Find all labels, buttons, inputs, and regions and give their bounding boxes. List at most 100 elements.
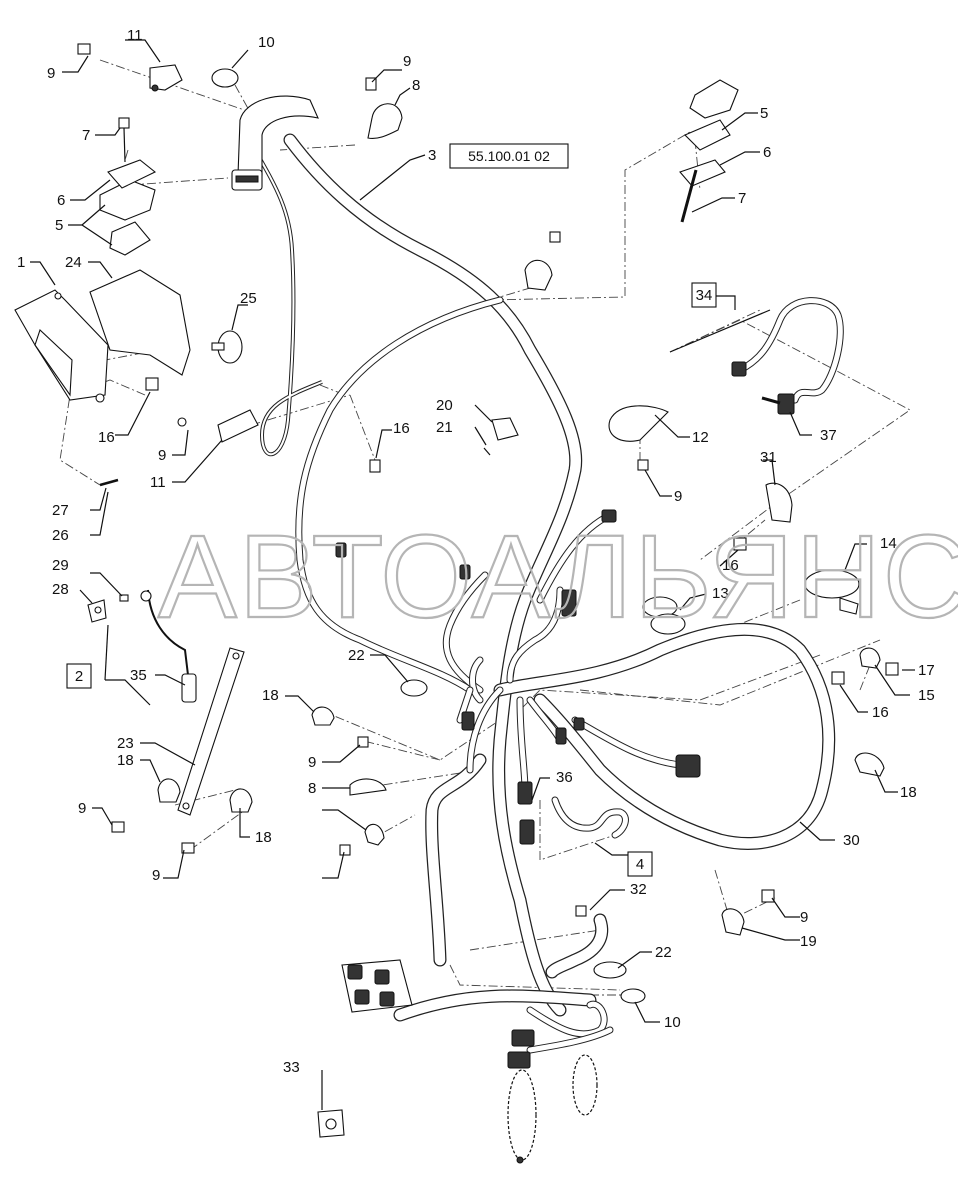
callout-14: 14 bbox=[880, 535, 897, 552]
boxed-callout-34: 34 bbox=[691, 282, 717, 308]
callout-9-bottom-left: 9 bbox=[152, 867, 160, 884]
boxed-callout-2: 2 bbox=[66, 663, 92, 689]
leader-lines bbox=[30, 39, 915, 1110]
clip-11-mid bbox=[177, 409, 259, 443]
callout-31: 31 bbox=[760, 449, 777, 466]
ring-10-top bbox=[211, 68, 239, 88]
clip-20 bbox=[483, 417, 519, 456]
callout-28: 28 bbox=[52, 581, 69, 598]
tie-14 bbox=[804, 569, 860, 615]
strap-23 bbox=[177, 647, 245, 816]
strap-12 bbox=[608, 405, 669, 471]
callout-18-right: 18 bbox=[900, 784, 917, 801]
callout-1: 1 bbox=[17, 254, 25, 271]
clamp-8-top bbox=[365, 77, 403, 139]
elbow-fitting bbox=[231, 95, 319, 191]
callout-34: 34 bbox=[696, 287, 713, 304]
callout-10-top: 10 bbox=[258, 34, 275, 51]
reference-code: 55.100.01 02 bbox=[468, 148, 550, 164]
boxed-callout-4: 4 bbox=[627, 851, 653, 877]
callout-11-top: 11 bbox=[127, 27, 143, 44]
knob-25 bbox=[211, 330, 243, 364]
callout-16-mid: 16 bbox=[393, 420, 410, 437]
wire-4-assembly bbox=[551, 796, 629, 839]
clamp-5-right bbox=[679, 79, 739, 223]
callout-32: 32 bbox=[630, 881, 647, 898]
bolt-16-right bbox=[733, 537, 845, 685]
callout-30: 30 bbox=[843, 832, 860, 849]
cover-24 bbox=[89, 269, 191, 376]
callout-22-bottom: 22 bbox=[655, 944, 672, 961]
upper-wire-loop bbox=[253, 149, 323, 457]
callout-9-right-low: 9 bbox=[800, 909, 808, 926]
wiring-harness-main bbox=[283, 133, 836, 1022]
callout-36: 36 bbox=[556, 769, 573, 786]
reference-box: 55.100.01 02 bbox=[449, 143, 569, 169]
callout-labels: 11 10 9 9 8 3 7 6 5 1 24 2 5 16 9 11 20 2… bbox=[17, 27, 935, 1076]
callout-8-top: 8 bbox=[412, 77, 420, 94]
bolt-16-mid bbox=[369, 459, 381, 473]
screw-27 bbox=[99, 478, 119, 487]
clamp-8-mid bbox=[524, 231, 561, 291]
callout-16-right: 16 bbox=[722, 557, 739, 574]
callout-5-right: 5 bbox=[760, 105, 768, 122]
sensor-37 bbox=[761, 393, 795, 415]
callout-33: 33 bbox=[283, 1059, 300, 1076]
callout-16-left: 16 bbox=[98, 429, 115, 446]
callout-11-mid: 11 bbox=[150, 474, 166, 491]
clip-33 bbox=[317, 1109, 345, 1138]
callout-18-left: 18 bbox=[117, 752, 134, 769]
callout-17: 17 bbox=[918, 662, 935, 679]
callout-13: 13 bbox=[712, 585, 729, 602]
callout-9-top-left: 9 bbox=[47, 65, 55, 82]
clamp-18-left bbox=[111, 778, 253, 854]
watermark-text: АВТОАЛЬЯНС bbox=[158, 511, 958, 643]
bottom-connectors bbox=[507, 1000, 614, 1164]
clamp-13 bbox=[642, 596, 686, 635]
fuse-box bbox=[341, 959, 413, 1013]
bolt-7-left bbox=[118, 117, 130, 163]
callout-24: 24 bbox=[65, 254, 82, 271]
callout-20: 20 bbox=[436, 397, 453, 414]
callout-3: 3 bbox=[428, 147, 436, 164]
callout-37: 37 bbox=[820, 427, 837, 444]
callout-7-left: 7 bbox=[82, 127, 90, 144]
callout-29: 29 bbox=[52, 557, 69, 574]
callout-9-mid: 9 bbox=[308, 754, 316, 771]
callout-27: 27 bbox=[52, 502, 69, 519]
washer-28 bbox=[87, 594, 129, 623]
ring-22-bottom bbox=[593, 961, 646, 1004]
callout-16-far-right: 16 bbox=[872, 704, 889, 721]
callout-23: 23 bbox=[117, 735, 134, 752]
clamp-19 bbox=[721, 889, 775, 936]
callout-15: 15 bbox=[918, 687, 935, 704]
callout-8-mid: 8 bbox=[308, 780, 316, 797]
callout-9-right-mid: 9 bbox=[674, 488, 682, 505]
bolt-9-top bbox=[77, 43, 91, 55]
plate-6-left bbox=[107, 159, 157, 189]
callout-9-low-left: 9 bbox=[78, 800, 86, 817]
callout-6-left: 6 bbox=[57, 192, 65, 209]
clamp-18-mid bbox=[311, 706, 387, 856]
callout-26: 26 bbox=[52, 527, 69, 544]
callout-9-top: 9 bbox=[403, 53, 411, 70]
callout-19: 19 bbox=[800, 933, 817, 950]
bracket-1 bbox=[14, 289, 109, 403]
callout-18-mid-top: 18 bbox=[262, 687, 279, 704]
clip-11-top bbox=[149, 64, 183, 92]
callout-7-right: 7 bbox=[738, 190, 746, 207]
wire-34 bbox=[731, 297, 844, 404]
sensor-35 bbox=[140, 589, 197, 703]
callout-2: 2 bbox=[75, 668, 83, 685]
callout-9-mid-left: 9 bbox=[158, 447, 166, 464]
callout-5-left: 5 bbox=[55, 217, 63, 234]
bolt-16-left bbox=[145, 377, 159, 391]
callout-21: 21 bbox=[436, 419, 453, 436]
callout-22-mid: 22 bbox=[348, 647, 365, 664]
callout-10-bottom: 10 bbox=[664, 1014, 681, 1031]
callout-35: 35 bbox=[130, 667, 147, 684]
callout-4: 4 bbox=[636, 856, 644, 873]
callout-18-left-low: 18 bbox=[255, 829, 272, 846]
